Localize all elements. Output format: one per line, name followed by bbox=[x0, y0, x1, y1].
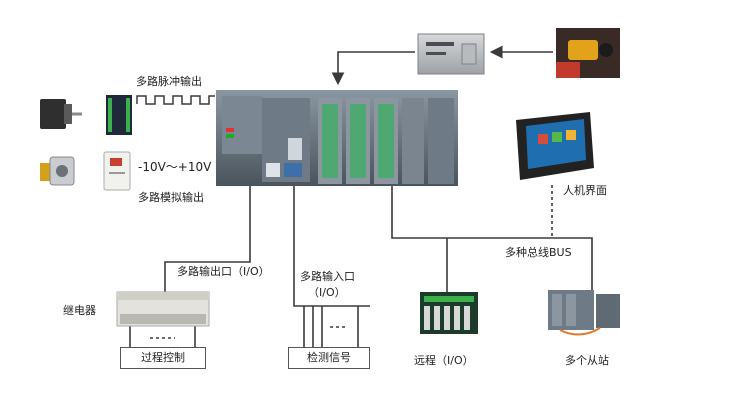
hmi-label: 人机界面 bbox=[563, 184, 607, 197]
pulse-waveform bbox=[136, 95, 215, 105]
detection-signal-box: 检测信号 bbox=[288, 347, 370, 369]
stepper-motor-icon bbox=[40, 99, 82, 129]
bus-label: 多种总线BUS bbox=[505, 246, 572, 259]
io-wiring bbox=[129, 185, 593, 347]
servo-motor-icon bbox=[40, 156, 75, 186]
remote-io-label: 远程（I/O） bbox=[414, 354, 474, 367]
remote-io-icon bbox=[420, 292, 478, 334]
analog-range-label: -10V～+10V bbox=[138, 160, 212, 174]
analog-output-label: 多路模拟输出 bbox=[138, 191, 204, 204]
inverter-icon bbox=[103, 151, 131, 191]
plc-icon bbox=[216, 90, 458, 186]
slaves-label: 多个从站 bbox=[565, 354, 609, 367]
stepper-driver-icon bbox=[106, 95, 132, 135]
input-label-line2: （I/O） bbox=[308, 286, 346, 299]
process-control-box: 过程控制 bbox=[120, 347, 206, 369]
io-output-label: 多路输出口（I/O） bbox=[177, 265, 270, 278]
relay-label: 继电器 bbox=[63, 304, 96, 317]
hmi-panel-icon bbox=[516, 112, 594, 180]
input-label-line1: 多路输入口 bbox=[300, 270, 355, 283]
industrial-pc-icon bbox=[417, 33, 485, 75]
slave-stations-icon bbox=[548, 290, 620, 336]
camera-icon bbox=[556, 28, 620, 78]
relay-module-icon bbox=[116, 291, 210, 327]
pc-link-arrows bbox=[331, 45, 553, 86]
pulse-output-label: 多路脉冲输出 bbox=[136, 75, 202, 88]
